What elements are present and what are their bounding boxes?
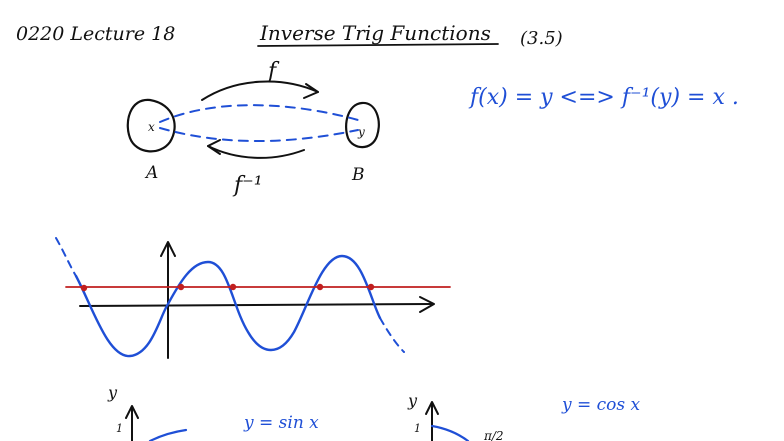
forward-label-f: f	[266, 59, 280, 84]
cos-curve-label: y = cos x	[561, 395, 641, 415]
inverse-arrowhead	[207, 139, 221, 155]
cos-y-axis-label: y	[407, 391, 418, 410]
page-title: Inverse Trig Functions	[259, 21, 491, 45]
set-a-label: A	[144, 163, 158, 183]
set-b-label: B	[351, 165, 365, 185]
intersection-point	[177, 283, 185, 291]
mapping-diagram: x y f f⁻¹ A B	[126, 59, 380, 198]
x-axis-arrowhead	[419, 296, 435, 313]
sin-curve-partial	[148, 428, 188, 441]
course-lecture-label: 0220 Lecture 18	[16, 23, 175, 45]
y-axis-arrowhead	[160, 241, 176, 257]
wave-dashed-end	[379, 317, 405, 353]
codomain-element-y: y	[357, 125, 365, 139]
set-a-blob	[126, 98, 176, 153]
title-underline	[257, 43, 499, 47]
header: 0220 Lecture 18 Inverse Trig Functions (…	[16, 21, 563, 49]
inverse-definition: f(x) = y <=> f⁻¹(y) = x .	[468, 85, 739, 110]
cos-graph: y 1 π/2 y = cos x	[407, 391, 641, 441]
intersection-point	[229, 283, 237, 291]
sin-curve-label: y = sin x	[243, 413, 319, 433]
intersection-point	[316, 283, 324, 291]
cos-tick-label-1: 1	[414, 422, 421, 435]
intersection-point	[367, 283, 375, 291]
mapping-dashed-upper	[159, 104, 359, 123]
wave-dashed-start	[55, 237, 77, 277]
cos-y-axis-arrowhead	[425, 401, 439, 415]
set-b-blob	[345, 101, 380, 149]
intersection-point	[80, 284, 88, 292]
x-axis	[79, 303, 433, 307]
domain-element-x: x	[148, 120, 155, 134]
mapping-dashed-lower	[159, 127, 359, 143]
wave-curve	[74, 254, 382, 358]
forward-arrowhead	[303, 83, 319, 99]
horizontal-line-test-graph	[55, 237, 451, 359]
inverse-label-f-inverse: f⁻¹	[232, 173, 263, 198]
sin-tick-label-1: 1	[116, 422, 123, 435]
section-label: (3.5)	[520, 28, 563, 49]
cos-partial-label: π/2	[483, 429, 504, 441]
sin-y-axis-label: y	[107, 383, 118, 402]
forward-arrow	[201, 80, 319, 101]
inverse-arrow	[207, 145, 305, 159]
sin-y-axis-arrowhead	[125, 405, 139, 419]
cos-curve-partial	[430, 424, 470, 441]
sin-graph: y 1 y = sin x	[107, 383, 319, 441]
